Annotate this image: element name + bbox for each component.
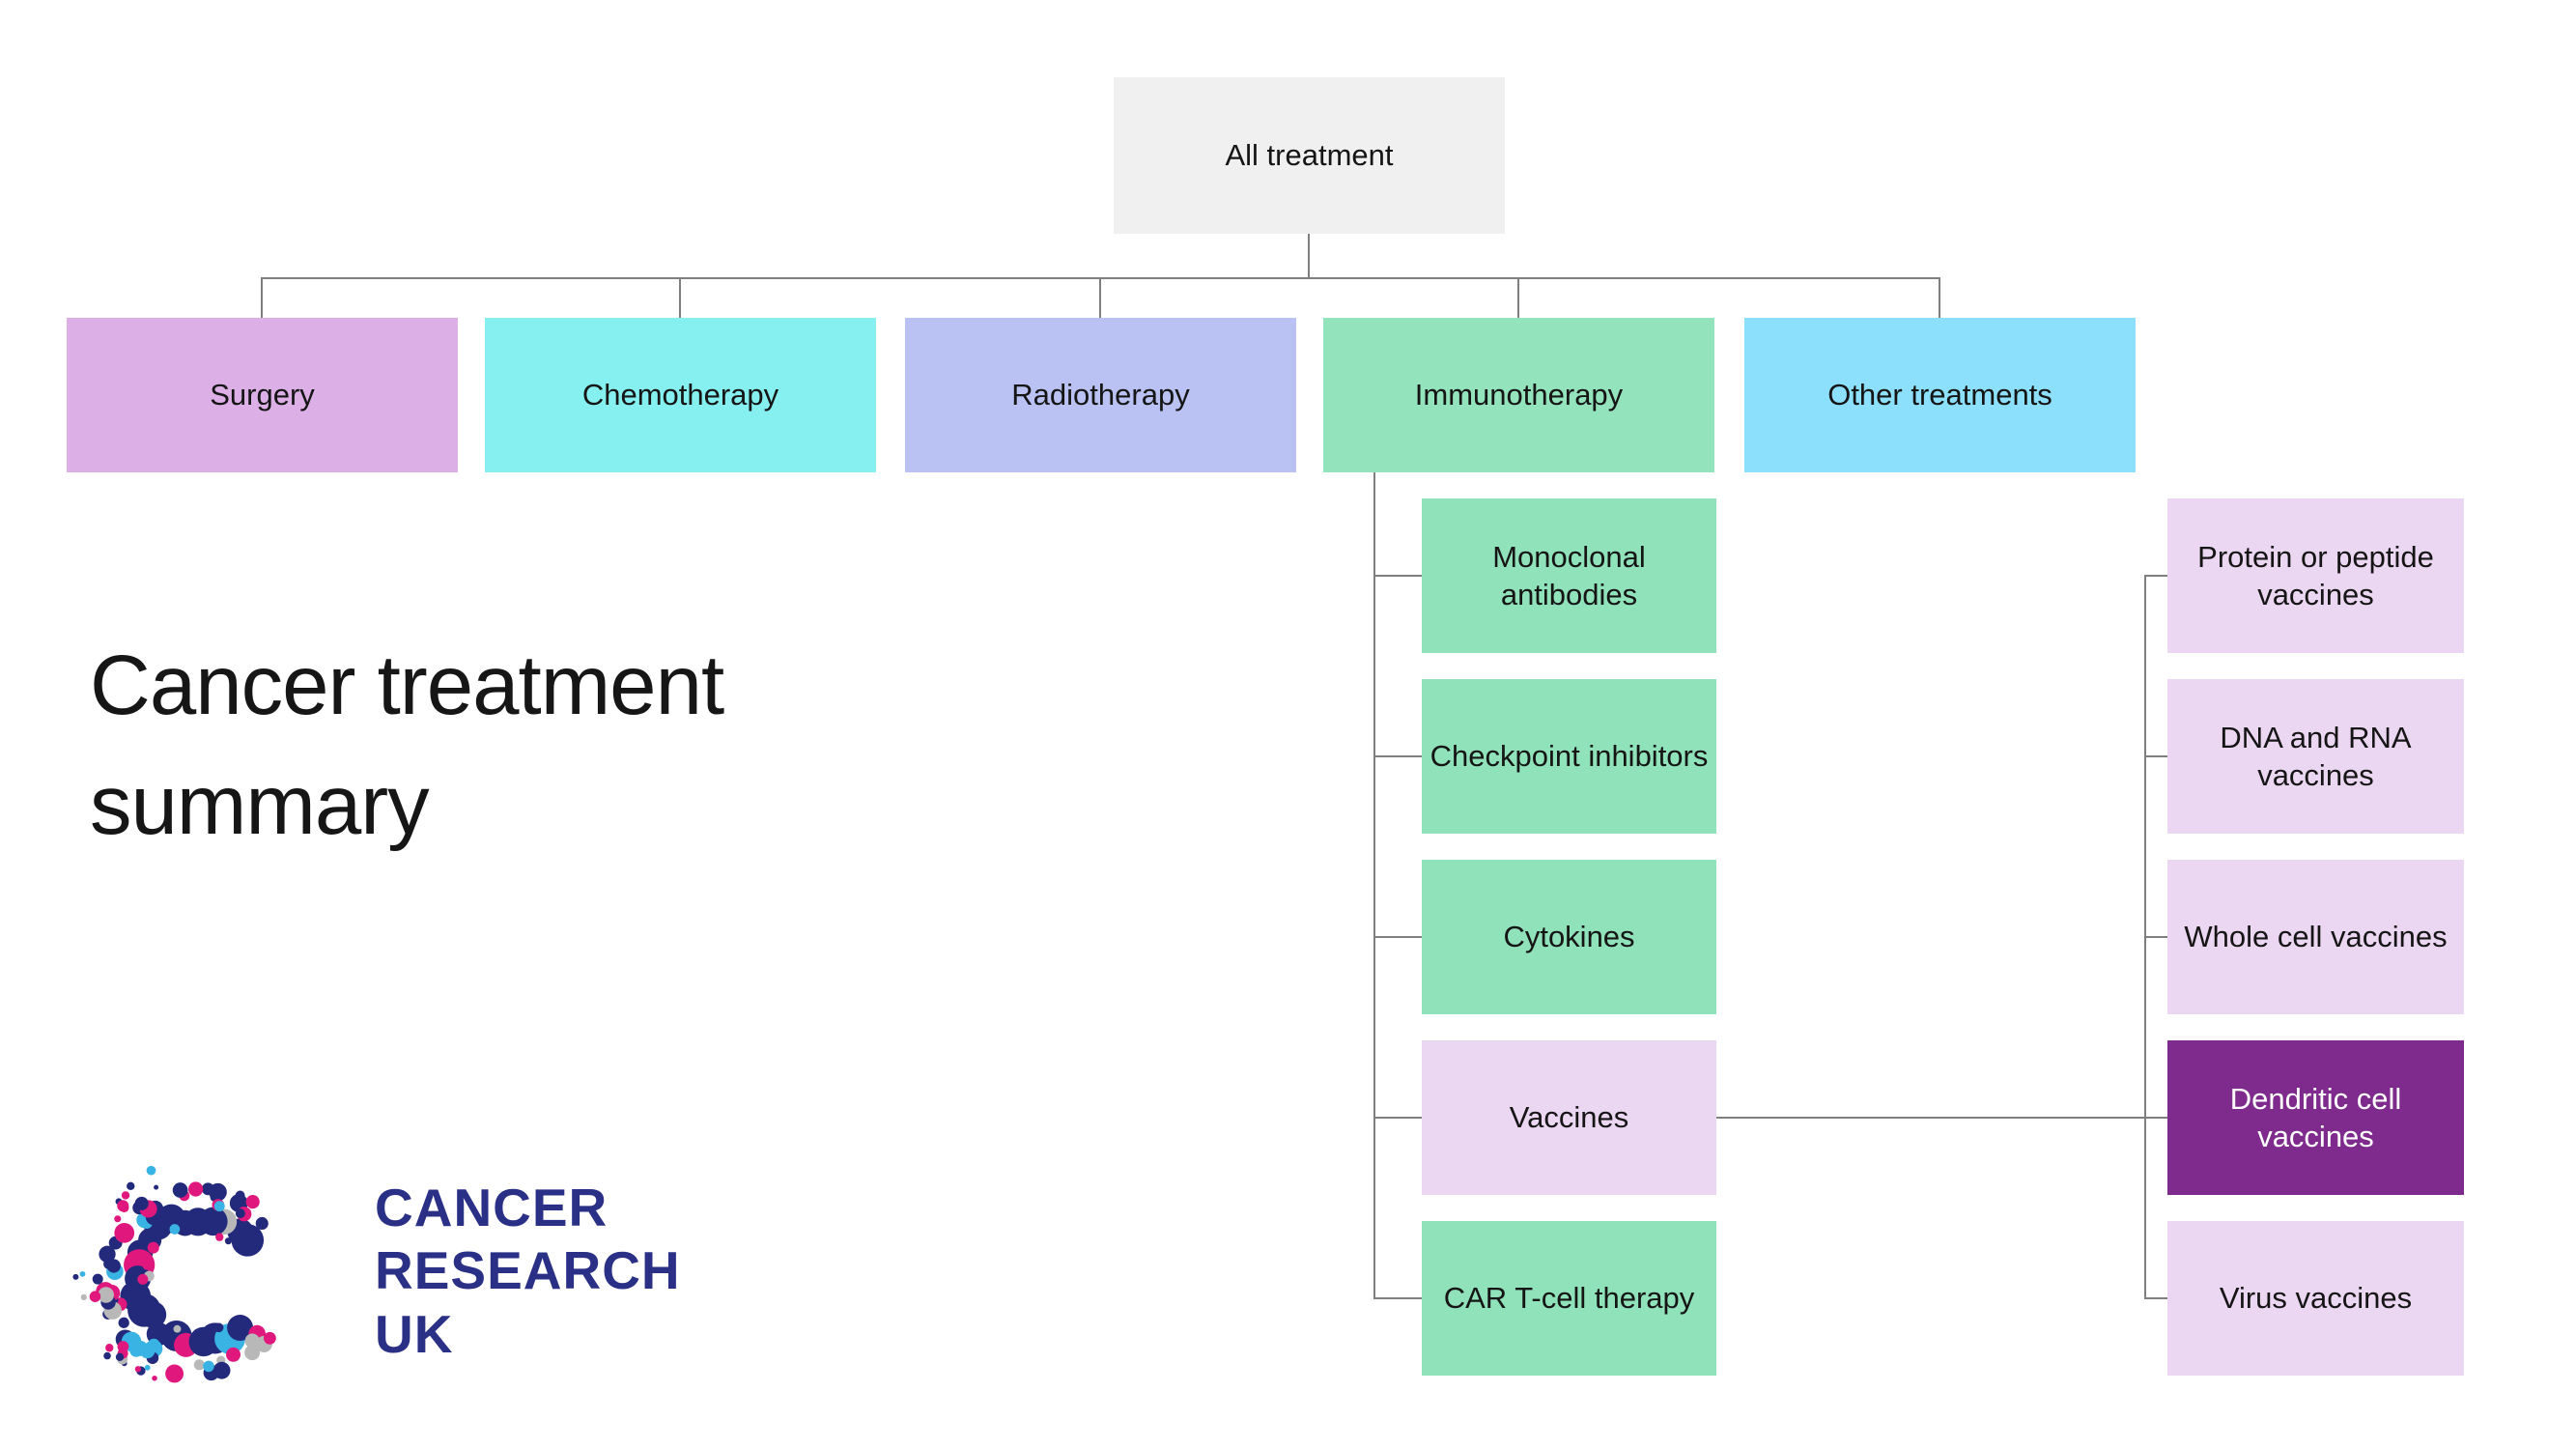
node-virus-vaccines: Virus vaccines [2167,1221,2464,1376]
node-radiotherapy: Radiotherapy [905,318,1296,472]
node-label: CAR T-cell therapy [1443,1281,1695,1316]
connector-stub-dendritic [2144,1117,2167,1119]
node-label: All treatment [1225,138,1394,173]
node-label: Monoclonal antibodies [1492,539,1646,611]
node-label: Radiotherapy [1011,378,1190,412]
connector-stub-protein-peptide [2144,575,2167,577]
node-label: Protein or peptide vaccines [2197,539,2434,611]
node-label: Chemotherapy [581,378,779,412]
node-label: Dendritic cell vaccines [2229,1081,2402,1153]
node-label: Immunotherapy [1414,378,1624,412]
node-label: Vaccines [1509,1100,1629,1135]
node-label: Virus vaccines [2219,1281,2413,1316]
cruk-logo-line3: UK [375,1303,454,1364]
node-label: Whole cell vaccines [2184,920,2448,954]
page-title-line2: summary [90,757,430,852]
node-chemotherapy: Chemotherapy [485,318,876,472]
connector-immunotherapy-trunk [1373,472,1375,1299]
node-other-treatments: Other treatments [1744,318,2136,472]
connector-vaccines-feed [1716,1117,2146,1119]
connector-stub-dna-rna [2144,755,2167,757]
node-dna-and-rna-vaccines: DNA and RNA vaccines [2167,679,2464,834]
connector-stub-chemotherapy [679,277,681,318]
node-label: Surgery [210,378,315,412]
connector-stub-cytokines [1373,936,1422,938]
node-whole-cell-vaccines: Whole cell vaccines [2167,860,2464,1014]
node-dendritic-cell-vaccines: Dendritic cell vaccines [2167,1040,2464,1195]
node-car-t-cell-therapy: CAR T-cell therapy [1422,1221,1716,1376]
connector-stub-surgery [261,277,263,318]
cruk-logo-line2: RESEARCH [375,1240,681,1301]
connector-stub-virus [2144,1297,2167,1299]
node-label: DNA and RNA vaccines [2220,720,2412,792]
node-label: Other treatments [1827,378,2052,412]
node-all-treatment: All treatment [1114,77,1505,234]
node-monoclonal-antibodies: Monoclonal antibodies [1422,498,1716,653]
page-title-line1: Cancer treatment [90,639,724,732]
page-title: Cancer treatment summary [90,626,724,865]
node-checkpoint-inhibitors: Checkpoint inhibitors [1422,679,1716,834]
connector-stub-radiotherapy [1099,277,1101,318]
connector-stub-other-treatments [1939,277,1940,318]
connector-stub-immunotherapy [1517,277,1519,318]
cruk-logo-line1: CANCER [375,1178,609,1237]
node-label: Checkpoint inhibitors [1430,739,1709,774]
cruk-logo-dots-icon [72,1165,276,1383]
connector-stub-whole-cell [2144,936,2167,938]
node-vaccines: Vaccines [1422,1040,1716,1195]
cruk-logo-text: CANCER RESEARCH UK [375,1177,681,1366]
node-cytokines: Cytokines [1422,860,1716,1014]
connector-stub-monoclonal [1373,575,1422,577]
node-protein-or-peptide-vaccines: Protein or peptide vaccines [2167,498,2464,653]
connector-root-drop [1308,234,1310,278]
connector-stub-vaccines [1373,1117,1422,1119]
connector-stub-checkpoint [1373,755,1422,757]
node-surgery: Surgery [67,318,458,472]
node-immunotherapy: Immunotherapy [1323,318,1714,472]
node-label: Cytokines [1503,920,1635,954]
connector-stub-car-t [1373,1297,1422,1299]
